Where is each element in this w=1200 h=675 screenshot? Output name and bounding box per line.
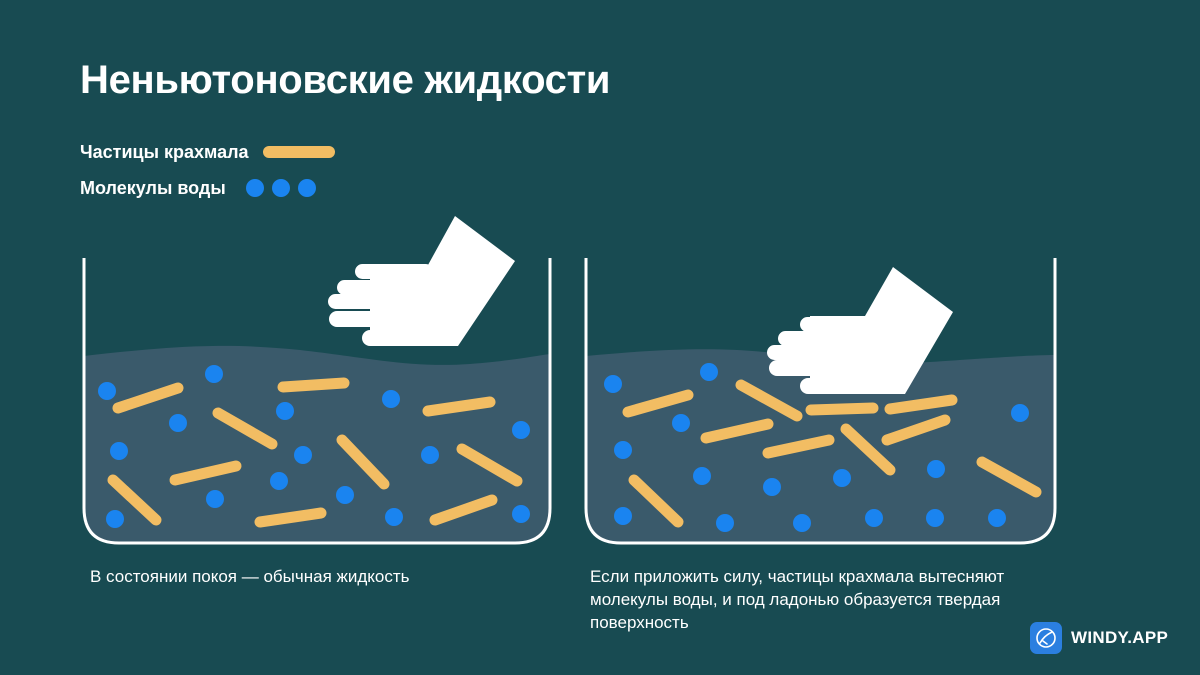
water-molecule [110,442,128,460]
water-molecule [833,469,851,487]
caption-force: Если приложить силу, частицы крахмала вы… [590,567,1005,632]
water-molecule [169,414,187,432]
water-molecule [793,514,811,532]
starch-particle [212,407,278,450]
brand[interactable]: WINDY.APP [1030,622,1168,654]
brand-name: WINDY.APP [1071,628,1169,647]
water-molecule [270,472,288,490]
particles-force [604,363,1042,532]
hand-icon [767,267,953,394]
water-molecule [336,486,354,504]
legend-starch-swatch [262,146,335,158]
beaker-outline [584,258,1057,545]
water-molecule [512,505,530,523]
starch-particle [112,382,184,414]
water-molecule [614,441,632,459]
water-molecule [98,382,116,400]
starch-particle [107,474,162,526]
starch-particle [254,507,327,528]
legend-water: Молекулы воды [80,174,316,202]
starch-particle [762,434,835,459]
water-molecule [206,490,224,508]
starch-particle [622,389,694,418]
water-molecule [865,509,883,527]
starch-particle [976,456,1042,498]
starch-particle [422,396,496,417]
starch-particle [884,394,958,415]
water-molecule [693,467,711,485]
starch-particle [881,414,951,446]
page-title: Неньютоновские жидкости [80,58,611,102]
starch-particle [429,494,498,526]
water-molecule [604,375,622,393]
water-molecule [716,514,734,532]
water-molecule [294,446,312,464]
starch-particle [277,377,350,393]
particles-rest [98,365,530,528]
container-rest [82,216,552,545]
starch-particle [840,423,896,476]
starch-particle [805,402,879,416]
water-molecule [926,509,944,527]
legend-water-dot [297,179,316,197]
starch-particle [456,443,523,487]
water-molecule [106,510,124,528]
water-molecule [421,446,439,464]
windy-app-logo-icon [1030,622,1062,654]
caption-rest: В состоянии покоя — обычная жидкость [90,567,410,586]
water-molecule [672,414,690,432]
starch-particle [628,474,684,528]
water-molecule [614,507,632,525]
legend-starch-label: Частицы крахмала [80,141,249,162]
water-molecule [927,460,945,478]
water-molecule [382,390,400,408]
legend-starch: Частицы крахмала [80,138,335,166]
legend-water-dot [271,179,290,197]
water-molecule [988,509,1006,527]
water-molecule [700,363,718,381]
water-molecule [1011,404,1029,422]
water-molecule [763,478,781,496]
starch-particle [336,434,390,490]
water-molecule [512,421,530,439]
starch-particle [735,379,803,422]
hand-icon [328,216,515,346]
water-molecule [205,365,223,383]
legend-water-label: Молекулы воды [80,177,226,198]
starch-particle [169,460,242,486]
water-molecule [385,508,403,526]
legend-water-dot [245,179,264,197]
starch-particle [700,418,774,444]
liquid-rest [84,345,550,543]
container-force [584,258,1057,545]
water-molecule [276,402,294,420]
beaker-outline [82,258,552,545]
